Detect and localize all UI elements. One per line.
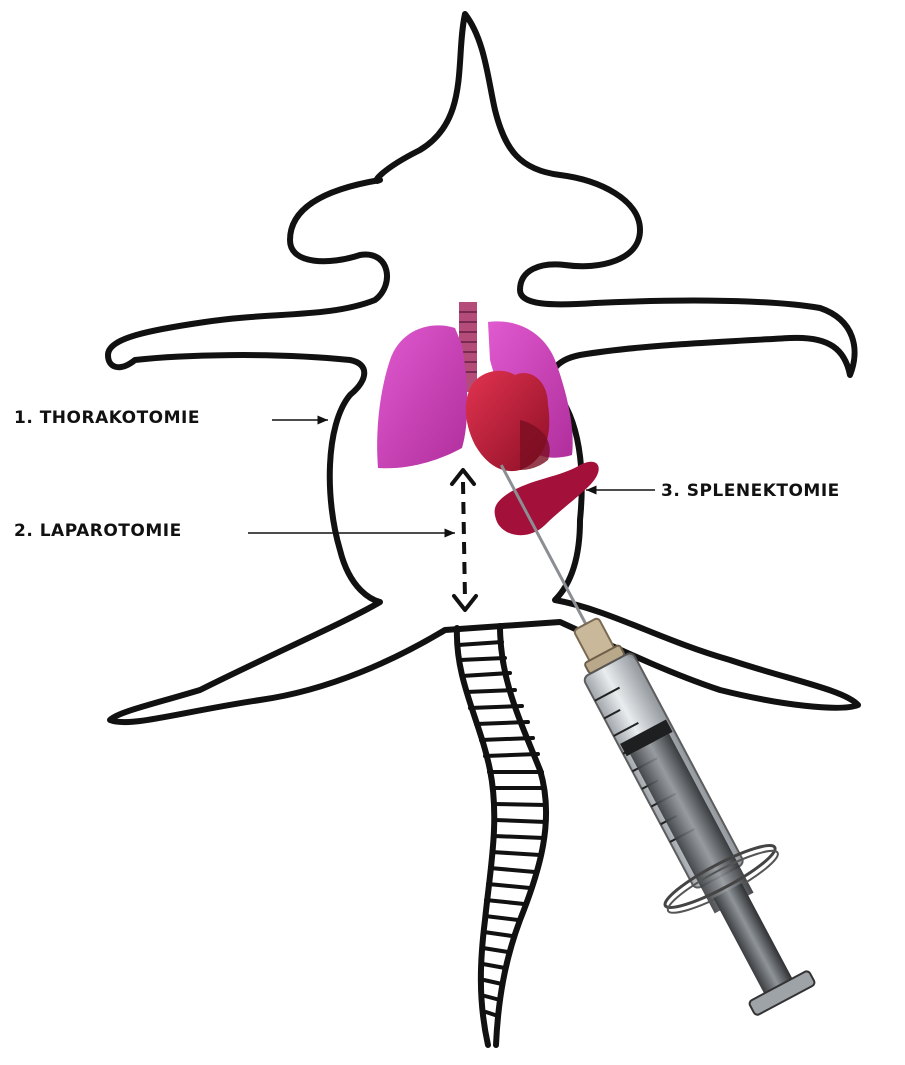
label-laparotomie: 2. LAPAROTOMIE [14,521,182,541]
label-splenektomie: 3. SPLENEKTOMIE [661,481,840,501]
heart-icon [466,371,550,471]
label-thorakotomie: 1. THORAKOTOMIE [14,408,200,428]
dashed-double-arrow-icon [452,470,476,610]
left-lung [377,325,467,468]
mouse-body-path [108,14,858,722]
